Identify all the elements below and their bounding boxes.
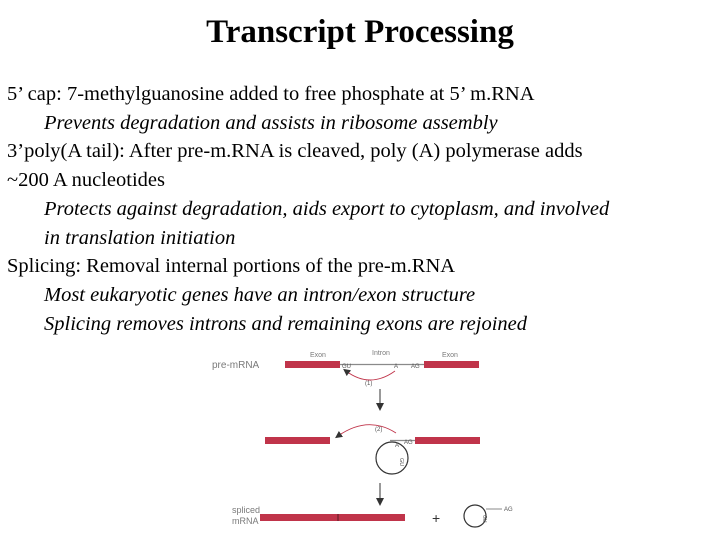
step2-curve-arrow: [335, 424, 397, 439]
intron-label: Intron: [372, 350, 390, 357]
pre-mrna-label: pre-mRNA: [212, 360, 260, 371]
plus-sign: +: [432, 510, 440, 526]
lariat-loop: [375, 441, 409, 475]
slide-title: Transcript Processing: [206, 14, 514, 50]
bullet-splicing: Splicing: Removal internal portions of t…: [7, 255, 456, 278]
excised-lariat: [463, 504, 487, 528]
gu-label-lariat: GU: [481, 515, 487, 523]
sub-bullet-splicing-removes-introns: Splicing removes introns and remaining e…: [44, 312, 528, 335]
bullet-5-cap: 5’ cap: 7-methylguanosine added to free …: [7, 83, 535, 105]
step1-label: (1): [365, 381, 372, 387]
branch-a-label-step2: A: [395, 443, 399, 449]
ag-site-label: AG: [411, 364, 420, 370]
gu-site-label: GU: [342, 364, 351, 370]
ag-site-label-step2: AG: [404, 440, 413, 446]
exon-right-step2: [415, 437, 480, 444]
sub-bullet-poly-a-function: Protects against degradation, aids expor…: [44, 197, 610, 220]
exon-right-label: Exon: [442, 352, 458, 359]
ag-label-lariat: AG: [504, 507, 513, 513]
spliced-mrna-bar: [260, 514, 405, 521]
exon-left: [285, 361, 340, 368]
exon-right: [424, 361, 479, 368]
bullet-poly-a-tail-continued: ~200 A nucleotides: [7, 169, 165, 192]
spliced-label-line2: mRNA: [232, 516, 259, 526]
exon-left-label: Exon: [310, 352, 326, 359]
gu-site-label-step2: GU: [398, 458, 404, 466]
exon-left-step2: [265, 437, 330, 444]
step1-curve-arrow: [343, 368, 396, 381]
spliced-label-line1: spliced: [232, 505, 260, 515]
branch-a-label: A: [394, 364, 398, 370]
sub-bullet-cap-function: Prevents degradation and assists in ribo…: [44, 111, 498, 134]
step2-label: (2): [375, 427, 382, 433]
splicing-diagram: pre-mRNA Exon Intron Exon GU A AG (1) AG…: [212, 350, 513, 528]
sub-bullet-intron-exon: Most eukaryotic genes have an intron/exo…: [44, 283, 476, 306]
bullet-poly-a-tail: 3’poly(A tail): After pre-m.RNA is cleav…: [7, 140, 583, 163]
sub-bullet-poly-a-function-continued: in translation initiation: [44, 226, 236, 249]
slide-body: 5’ cap: 7-methylguanosine added to free …: [7, 80, 717, 338]
